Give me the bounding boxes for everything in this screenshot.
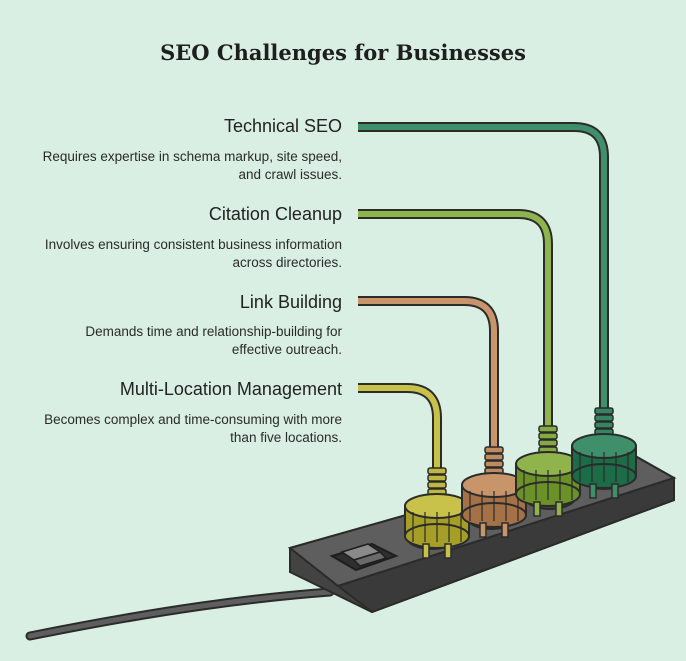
desc-technical-seo: Requires expertise in schema markup, sit… bbox=[42, 149, 342, 182]
label-citation-cleanup: Citation Cleanup bbox=[208, 204, 342, 224]
plug-icon bbox=[515, 451, 581, 517]
cable-icon bbox=[358, 209, 553, 426]
plug-icon bbox=[461, 472, 527, 538]
desc-citation-cleanup: Involves ensuring consistent business in… bbox=[44, 237, 342, 270]
plug-2 bbox=[358, 209, 581, 517]
label-multi-location-management: Multi-Location Management bbox=[119, 379, 342, 399]
page-title: SEO Challenges for Businesses bbox=[160, 40, 526, 65]
plug-3 bbox=[358, 296, 527, 538]
cable-icon bbox=[358, 122, 609, 408]
power-switch-icon bbox=[329, 542, 399, 572]
plug-icon bbox=[404, 493, 470, 559]
cable-icon bbox=[358, 296, 499, 447]
desc-link-building: Demands time and relationship-building f… bbox=[85, 324, 342, 357]
plug-4 bbox=[358, 383, 470, 559]
desc-multi-location-management: Becomes complex and time-consuming with … bbox=[44, 412, 342, 445]
label-technical-seo: Technical SEO bbox=[223, 116, 342, 136]
plug-1 bbox=[358, 122, 637, 499]
plug-icon bbox=[571, 433, 637, 499]
plugs-group bbox=[358, 122, 637, 559]
cable-icon bbox=[358, 383, 442, 468]
label-link-building: Link Building bbox=[239, 292, 342, 312]
